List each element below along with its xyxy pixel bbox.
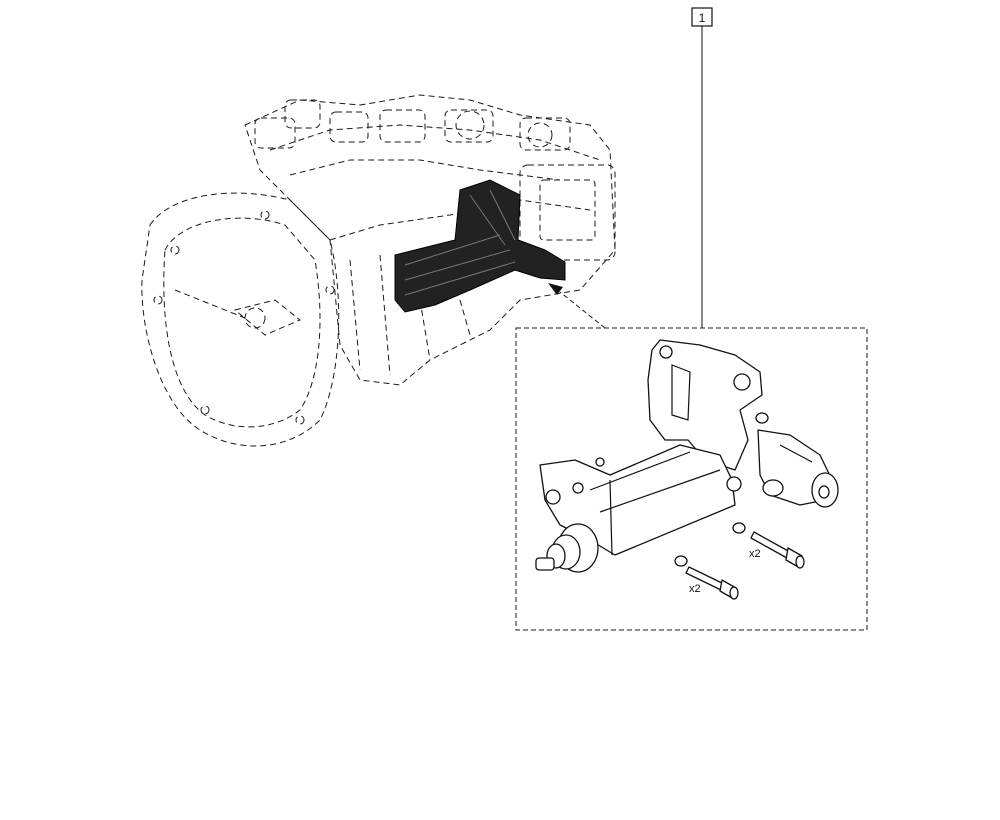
- bolt-qty-label-upper: x2: [749, 548, 761, 560]
- bell-housing: [141, 192, 340, 447]
- clutch-actuator-detail: [535, 339, 839, 573]
- detail-box: [515, 327, 868, 631]
- detail-arrow: [548, 283, 606, 329]
- bolt-set-upper: [732, 522, 805, 569]
- gearbox-case: [244, 94, 616, 386]
- washer: [674, 555, 688, 567]
- gearbox-assembly: [141, 94, 616, 447]
- callout-number: 1: [699, 11, 706, 25]
- washer: [732, 522, 746, 534]
- bolt-set-lower: [674, 555, 739, 600]
- bolt-qty-label-lower: x2: [689, 583, 701, 595]
- callout-1[interactable]: 1: [691, 7, 713, 328]
- highlighted-actuator-in-assembly: [394, 179, 566, 313]
